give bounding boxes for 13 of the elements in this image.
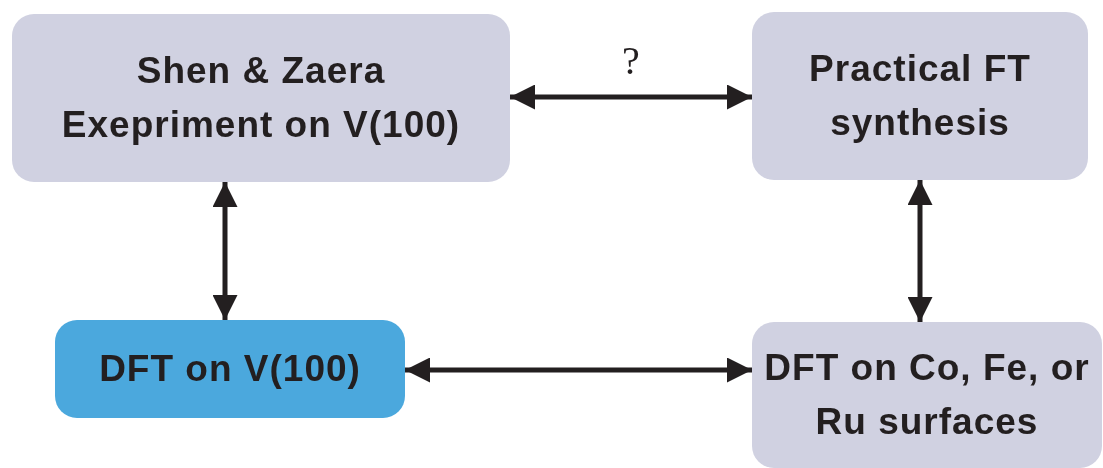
double-headed-arrow [212, 182, 238, 320]
box-label: Practical FT synthesis [808, 47, 1032, 145]
rounded-box [752, 12, 1088, 180]
rounded-box [752, 322, 1102, 468]
box-label: Exepriment on V(100) [61, 103, 461, 147]
box-label: Shen & Zaera [136, 49, 386, 94]
double-headed-arrow [907, 180, 933, 322]
rounded-box [55, 320, 405, 418]
box-label: DFT on V(100) [99, 347, 361, 392]
box-label: DFT on Co, Fe, or Ru surfaces [763, 346, 1091, 444]
rounded-box [12, 14, 510, 182]
double-headed-arrow [405, 357, 752, 383]
double-headed-arrow [510, 84, 752, 110]
